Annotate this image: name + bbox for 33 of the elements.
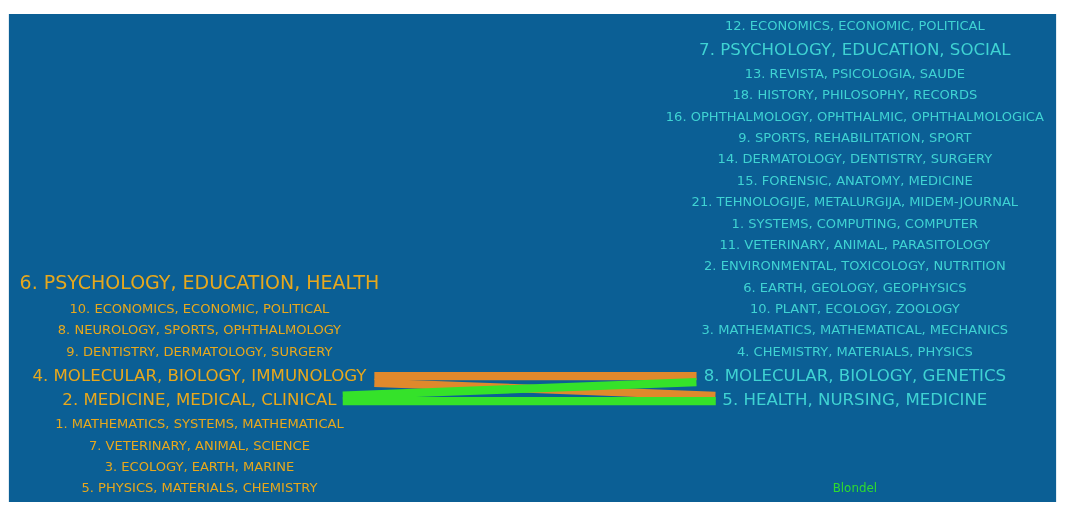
label: 3. MATHEMATICS, MATHEMATICAL, MECHANICS xyxy=(701,321,1009,337)
label: 1. SYSTEMS, COMPUTING, COMPUTER xyxy=(731,214,979,230)
label: 2. ENVIRONMENTAL, TOXICOLOGY, NUTRITION xyxy=(704,257,1006,273)
label: 7. VETERINARY, ANIMAL, SCIENCE xyxy=(88,437,310,453)
label: 18. HISTORY, PHILOSOPHY, RECORDS xyxy=(732,86,978,102)
label: 13. REVISTA, PSICOLOGIA, SAUDE xyxy=(744,65,966,81)
connector xyxy=(374,371,697,380)
connector xyxy=(342,377,697,400)
label: 3. ECOLOGY, EARTH, MARINE xyxy=(104,458,295,474)
label: 6. PSYCHOLOGY, EDUCATION, HEALTH xyxy=(19,270,380,293)
connector xyxy=(374,378,716,400)
node-text: 2. MEDICINE, MEDICAL, CLINICAL xyxy=(62,389,337,409)
label: 16. OPHTHALMOLOGY, OPHTHALMIC, OPHTHALMOLOGICA xyxy=(665,108,1044,124)
label: 12. ECONOMICS, ECONOMIC, POLITICAL xyxy=(724,17,985,33)
node-text: 5. HEALTH, NURSING, MEDICINE xyxy=(722,389,988,409)
connector xyxy=(342,396,716,405)
label: 10. PLANT, ECOLOGY, ZOOLOGY xyxy=(750,300,960,316)
node-text: 4. MOLECULAR, BIOLOGY, IMMUNOLOGY xyxy=(32,365,367,385)
label: 11. VETERINARY, ANIMAL, PARASITOLOGY xyxy=(719,236,991,252)
node-text: 8. MOLECULAR, BIOLOGY, GENETICS xyxy=(703,365,1007,385)
label: 8. NEUROLOGY, SPORTS, OPHTHALMOLOGY xyxy=(57,321,342,337)
label: Blondel xyxy=(832,480,878,495)
label: 9. DENTISTRY, DERMATOLOGY, SURGERY xyxy=(66,343,333,359)
label: 7. PSYCHOLOGY, EDUCATION, SOCIAL xyxy=(699,39,1011,59)
label: 1. MATHEMATICS, SYSTEMS, MATHEMATICAL xyxy=(55,415,344,431)
label: 21. TEHNOLOGIJE, METALURGIJA, MIDEM-JOURNAL xyxy=(691,193,1019,209)
label: 6. EARTH, GEOLOGY, GEOPHYSICS xyxy=(743,279,967,295)
label: 4. CHEMISTRY, MATERIALS, PHYSICS xyxy=(736,343,973,359)
label: 9. SPORTS, REHABILITATION, SPORT xyxy=(738,129,972,145)
label: 14. DERMATOLOGY, DENTISTRY, SURGERY xyxy=(717,150,993,166)
label: 5. PHYSICS, MATERIALS, CHEMISTRY xyxy=(81,479,318,495)
label: 10. ECONOMICS, ECONOMIC, POLITICAL xyxy=(69,300,330,316)
label: 15. FORENSIC, ANATOMY, MEDICINE xyxy=(736,172,973,188)
